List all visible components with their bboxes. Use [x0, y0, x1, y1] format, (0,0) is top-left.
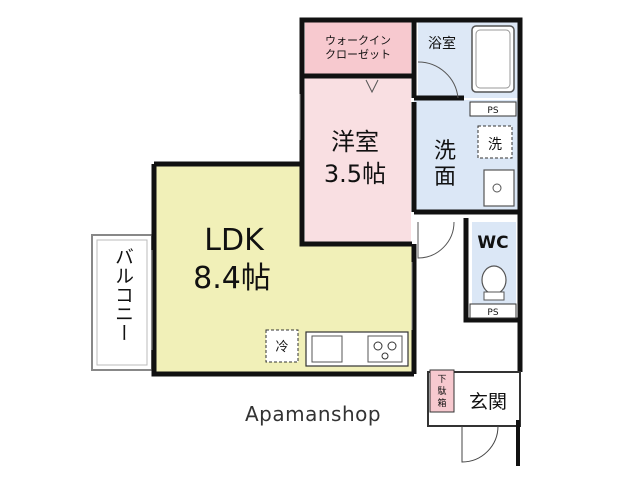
- ps-box-upper: [469, 101, 517, 117]
- wash-basin: [483, 169, 515, 207]
- walls: [151, 17, 523, 377]
- north-outer-wall: [154, 17, 523, 322]
- fridge-space: [265, 329, 299, 363]
- balcony-inner-line: [96, 239, 148, 366]
- shoebox-label-1: 下: [437, 375, 446, 385]
- balcony-label: バルコニー: [112, 247, 134, 342]
- shoebox-label-3: 箱: [437, 397, 446, 409]
- ps-label-upper: PS: [487, 106, 498, 116]
- ldk-size: 8.4帖: [193, 261, 271, 296]
- stove: [367, 335, 403, 363]
- ldk-area: [156, 166, 412, 372]
- fridge-label: 冷: [275, 340, 288, 355]
- burner-right: [387, 341, 397, 351]
- balcony-outline: [91, 234, 153, 371]
- burner-left: [373, 341, 383, 351]
- walk-in-closet-area: [305, 22, 411, 74]
- closet-door-marker: [365, 79, 379, 94]
- walk-in-closet-label-1: ウォークイン: [325, 34, 391, 47]
- ps-label-lower: PS: [487, 308, 498, 318]
- apamanshop-watermark: Apamanshop: [245, 402, 382, 426]
- washroom-label-1: 洗: [434, 139, 456, 164]
- wc-label: WC: [477, 233, 508, 253]
- toilet-bowl: [481, 265, 507, 295]
- bathtub: [471, 25, 515, 93]
- western-room-size: 3.5帖: [324, 160, 386, 188]
- washroom-label-2: 面: [434, 165, 456, 190]
- kitchen-sink: [311, 335, 343, 363]
- western-room-wall: [299, 76, 412, 247]
- burner-small: [381, 352, 389, 360]
- shoebox-area: [429, 369, 455, 413]
- hall-door-swing: [417, 221, 455, 259]
- entrance-label: 玄関: [469, 391, 507, 413]
- wc-wall: [463, 218, 520, 323]
- ldk-label: LDK: [204, 223, 265, 258]
- bath-label: 浴室: [428, 35, 456, 52]
- bath-door-swing: [417, 61, 459, 99]
- ldk-outer-wall: [151, 164, 414, 377]
- window-marks: [151, 94, 413, 350]
- entrance-door-swing: [461, 425, 499, 463]
- washer-space: [477, 125, 513, 159]
- kitchen-counter: [305, 331, 409, 367]
- western-room-area: [305, 76, 411, 242]
- western-room-name: 洋室: [331, 128, 379, 156]
- wash-basin-drain: [492, 183, 502, 193]
- ps-box-lower: [469, 303, 517, 319]
- walk-in-closet-label-2: クローゼット: [325, 48, 391, 61]
- shoebox-label-2: 駄: [437, 385, 446, 397]
- washer-label: 洗: [488, 137, 502, 153]
- toilet-tank: [483, 291, 505, 301]
- bathtub-inner: [475, 29, 511, 89]
